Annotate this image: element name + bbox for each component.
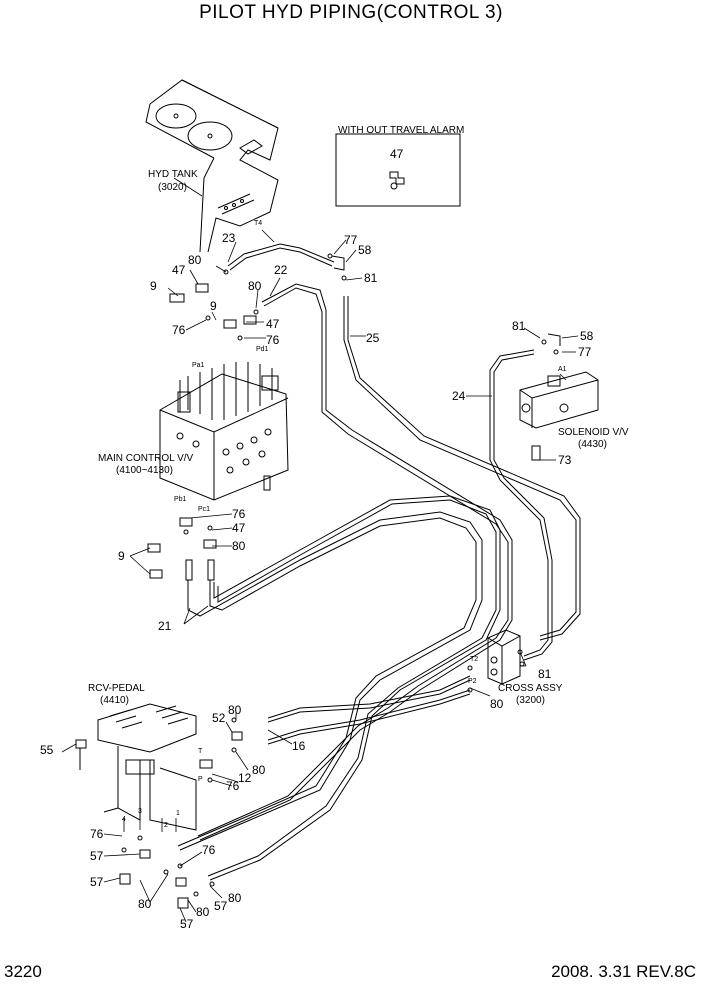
main-control-ref: (4100~4130): [116, 465, 173, 476]
callout-52: 52: [212, 711, 226, 725]
callout-24: 24: [452, 389, 466, 403]
port-pedal-3: 3: [138, 808, 142, 815]
cross-assy-label: CROSS ASSY: [498, 683, 563, 694]
hyd-tank-outline: [145, 79, 279, 253]
port-pedal-p: P: [198, 776, 203, 783]
callout-22: 22: [274, 263, 288, 277]
callout-80: 80: [196, 905, 210, 919]
option-box-heading: WITH OUT TRAVEL ALARM: [338, 125, 465, 136]
port-pd1: Pd1: [256, 346, 269, 353]
page-number: 3220: [4, 962, 42, 981]
callout-76: 76: [90, 827, 104, 841]
callout-57: 57: [90, 849, 104, 863]
callout-47: 47: [266, 317, 280, 331]
cross-assy-ref: (3200): [516, 695, 545, 706]
hose-22: [197, 283, 513, 841]
callout-12: 12: [238, 771, 252, 785]
callout-9: 9: [210, 299, 217, 313]
hyd-tank-label: HYD TANK: [148, 169, 198, 180]
callout-9: 9: [150, 279, 157, 293]
callout-81: 81: [364, 271, 378, 285]
callout-76: 76: [226, 779, 240, 793]
callout-80: 80: [228, 891, 242, 905]
port-pedal-1: 1: [176, 810, 180, 817]
callout-81: 81: [512, 319, 526, 333]
rcv-pedal-label: RCV-PEDAL: [88, 683, 145, 694]
rcv-pedal: [97, 703, 197, 831]
solenoid-ref: (4430): [578, 439, 607, 450]
travel-alarm-fitting: [389, 171, 405, 190]
callout-25: 25: [366, 331, 380, 345]
solenoid-label: SOLENOID V/V: [558, 427, 629, 438]
callout-80: 80: [490, 697, 504, 711]
port-a1: A1: [558, 366, 567, 373]
port-t4: T4: [254, 220, 263, 227]
callout-23: 23: [222, 231, 236, 245]
port-pedal-2: 2: [164, 822, 168, 829]
callout-55: 55: [40, 743, 54, 757]
callout-9: 9: [118, 549, 125, 563]
hyd-tank-ref: (3020): [158, 182, 187, 193]
cross-assy: [487, 629, 521, 685]
port-pedal-t: T: [198, 748, 203, 755]
hose-25: [343, 296, 581, 641]
leader-lines: [61, 177, 579, 923]
main-control-label: MAIN CONTROL V/V: [98, 453, 194, 464]
port-pc1: Pc1: [198, 506, 211, 513]
port-pedal-4: 4: [122, 816, 126, 823]
callout-76: 76: [232, 507, 246, 521]
callout-73: 73: [558, 453, 572, 467]
solenoid-valve: [519, 371, 599, 429]
callout-47: 47: [172, 263, 186, 277]
callout-80: 80: [252, 763, 266, 777]
revision-date: 2008. 3.31 REV.8C: [551, 962, 696, 981]
rcv-pedal-ref: (4410): [100, 695, 129, 706]
callout-76: 76: [202, 843, 216, 857]
callout-58: 58: [580, 329, 594, 343]
port-pa1: Pa1: [192, 362, 205, 369]
callout-77: 77: [578, 345, 592, 359]
hose-24: [489, 349, 553, 661]
port-pb1: Pb1: [174, 496, 187, 503]
callout-76: 76: [266, 333, 280, 347]
callout-80: 80: [228, 703, 242, 717]
hose-23: [227, 243, 335, 271]
callout-57: 57: [180, 917, 194, 931]
port-p2: P2: [468, 678, 477, 685]
callout-80: 80: [188, 253, 202, 267]
option-box-frame: [335, 133, 461, 207]
callout-58: 58: [358, 243, 372, 257]
page-title: PILOT HYD PIPING(CONTROL 3): [199, 2, 503, 23]
callout-47: 47: [232, 521, 246, 535]
callout-77: 77: [344, 233, 358, 247]
fittings: [75, 253, 561, 909]
callout-80: 80: [248, 279, 262, 293]
callout-80: 80: [138, 897, 152, 911]
callout-76: 76: [172, 323, 186, 337]
hose-16: [267, 675, 471, 745]
callout-81: 81: [538, 667, 552, 681]
main-control-valve: [159, 362, 289, 501]
port-t2: T2: [470, 656, 479, 663]
callout-47-option: 47: [390, 147, 404, 161]
callout-16: 16: [292, 739, 306, 753]
callout-80: 80: [232, 539, 246, 553]
callout-21: 21: [158, 619, 172, 633]
hose-21: [177, 495, 501, 881]
callout-57: 57: [90, 875, 104, 889]
callout-57: 57: [214, 899, 228, 913]
